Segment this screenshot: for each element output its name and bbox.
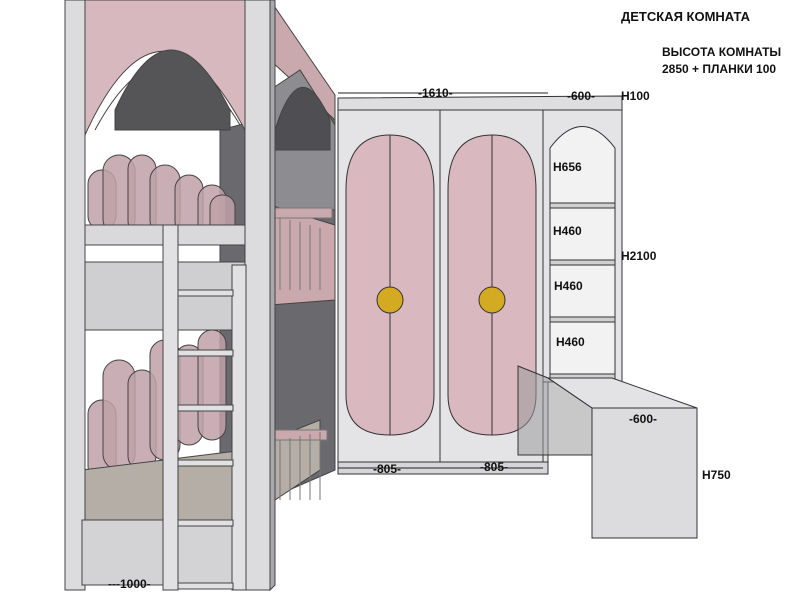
desk-height-label: H750 (702, 468, 731, 482)
wardrobe-height-label: H2100 (621, 249, 657, 263)
handle-left-icon (376, 286, 404, 314)
wardrobe (337, 95, 623, 475)
bed-width-label: ---1000- (108, 577, 151, 591)
dimension-lines (338, 92, 548, 469)
door-right-width-label: -805- (480, 460, 509, 474)
headboard-upper (87, 154, 236, 246)
shelf-3-label: H460 (554, 279, 583, 293)
shelf-4-label: H460 (556, 335, 585, 349)
shelf-width-label: -600- (567, 89, 596, 103)
ladder (162, 224, 247, 591)
page-title: ДЕТСКАЯ КОМНАТА (621, 9, 751, 24)
bunk-bed (64, 0, 336, 592)
top-strip-label: H100 (621, 89, 650, 103)
wardrobe-width-label: -1610- (418, 86, 453, 100)
room-height-line1: ВЫСОТА КОМНАТЫ (662, 45, 782, 59)
shelf-1-label: H656 (553, 160, 582, 174)
handle-right-icon (478, 286, 506, 314)
upper-railing (271, 207, 333, 290)
desk (517, 365, 698, 539)
room-height-line2: 2850 + ПЛАНКИ 100 (662, 62, 777, 76)
door-left (345, 134, 435, 436)
shelf-2-label: H460 (553, 224, 582, 238)
door-left-width-label: -805- (373, 462, 402, 476)
door-right (447, 134, 537, 436)
desk-depth-label: -600- (629, 412, 658, 426)
open-shelf (542, 109, 623, 383)
